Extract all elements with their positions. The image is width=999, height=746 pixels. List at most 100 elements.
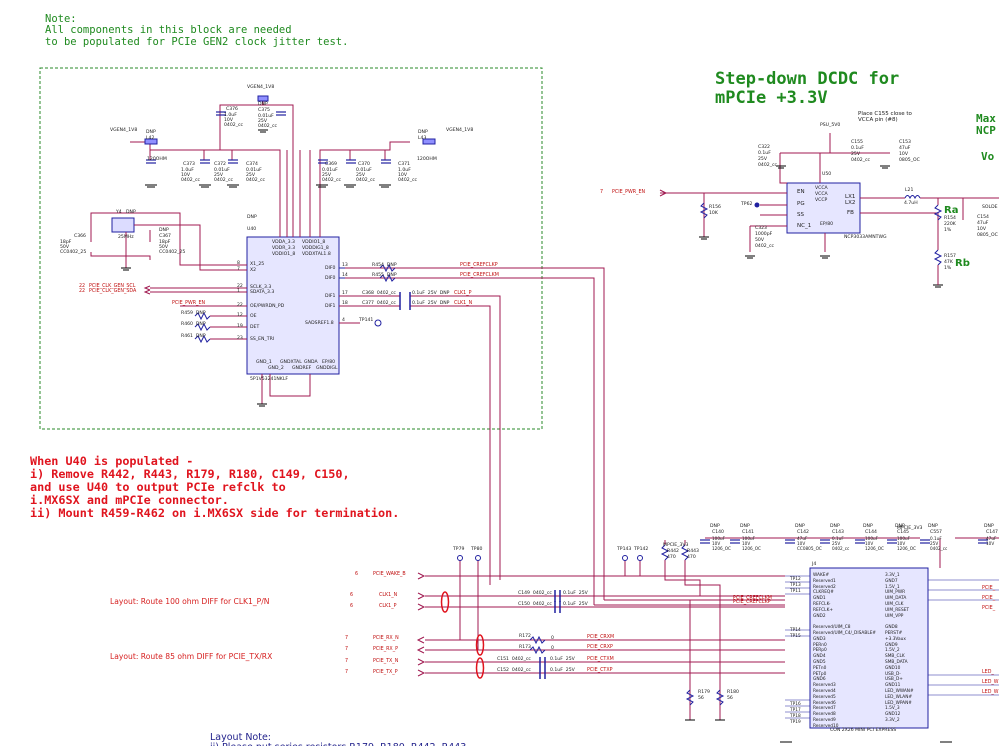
c155-label: C155: [851, 140, 863, 145]
c375-vals: 0.01uF 25V 0402_cc: [258, 114, 278, 129]
j4-test-point: TP17: [790, 708, 801, 713]
c377-label: C377 0402_cc: [362, 301, 396, 306]
cap-ref-c144: C144: [865, 530, 877, 535]
cap-ref-c145: C145: [897, 530, 909, 535]
layout-note-title: Layout Note:: [210, 732, 272, 743]
rb-label: Rb: [955, 258, 970, 269]
j4-right-pin: +3.3Vaux: [885, 636, 906, 642]
cap-ref-c141: C141: [742, 530, 754, 535]
j4-left-pin: GND1: [813, 596, 826, 602]
net-pcie-wake-b: PCIE_WAKE_B: [373, 572, 406, 577]
y4-dnp: DNP: [126, 210, 136, 215]
c154-v1: 47uF: [977, 221, 989, 226]
c153-v1: 47uF: [899, 146, 911, 151]
net-clk1-n: CLK1_N: [379, 593, 398, 598]
pin-17: 17: [342, 291, 348, 296]
pin-22a: 22: [237, 284, 243, 289]
l21-value: 4.7uH: [904, 201, 918, 206]
u40-pin-ss-en: SS_EN_TRI: [250, 337, 275, 342]
net-crefclkm: PCIE_CREFCLKM: [733, 596, 772, 601]
net-clk-gen-sda: PCIE_CLK_GEN_SDA: [89, 289, 137, 294]
c368-vals: 0.1uF 25V DNP: [412, 291, 450, 296]
tp141-label: TP141: [359, 318, 374, 323]
j4-left-pin: REFCLK-: [813, 602, 831, 607]
pin-23: 23: [237, 336, 243, 341]
place-note-1: Place C155 close to: [858, 111, 912, 117]
u40-pin-x2: X2: [250, 268, 257, 273]
vgen4-right: VGEN4_1V8: [446, 128, 474, 133]
u50-pin-vcca2: VCCA: [815, 192, 828, 197]
l43-dnp: DNP: [418, 130, 428, 135]
vgen4-left: VGEN4_1V8: [110, 128, 138, 133]
u40-pin-vdda: VDDA_3.3: [272, 240, 295, 245]
tp142-label: TP142: [634, 547, 649, 552]
r173-val: 0: [551, 646, 554, 651]
j4-left-pin: Reserved5: [813, 694, 836, 700]
r156-value: 10K: [709, 211, 718, 216]
j4-right-pin: 1.5V_1: [885, 584, 900, 590]
r179-value: 56: [698, 696, 704, 701]
u40-dnp: DNP: [247, 215, 257, 220]
j4-right-pin: SMB_CLK: [885, 654, 905, 660]
c371-vals: 1.0uF 10V 0402_cc: [398, 168, 418, 183]
j4-left-pin: PETp0: [813, 671, 827, 677]
c153-v3: 0805_OC: [899, 158, 920, 163]
dcdc-title-1: Step-down DCDC for: [715, 69, 900, 89]
r172-label: R172: [519, 634, 531, 639]
pin-13: 13: [342, 263, 348, 268]
c154-v2: 10V: [977, 227, 986, 232]
u40-pin-vddio2: VDDIO1_8: [302, 240, 326, 245]
c152-val: 0.1uF 25V: [550, 668, 575, 673]
y4-freq: 25MHz: [118, 235, 134, 240]
c149-val: 0.1uF 25V: [563, 591, 588, 596]
cap-ref-c143: C143: [832, 530, 844, 535]
j4-test-point: TP11: [790, 589, 801, 594]
j4-right-pin: LED_WWAN#: [885, 689, 914, 694]
c373-label: C373: [183, 162, 195, 167]
u40-pin-sdata: SDATA_3.3: [250, 290, 275, 295]
j4-body: [809, 567, 929, 729]
u40-pin-vddxtal: VDDXTAL1.8: [302, 252, 331, 257]
j4-left-pin: Reserved6: [813, 700, 836, 706]
j4-right-pin: GND7: [885, 578, 898, 584]
j4-right-pin: GND8: [885, 625, 898, 631]
j4-right-pin: SMB_DATA: [885, 660, 908, 665]
c323-v1: 1000pF: [755, 232, 773, 237]
c153-v2: 10V: [899, 152, 908, 157]
sheet-num-6: 7: [345, 670, 349, 675]
j4-right-net: PCIE_: [982, 596, 996, 601]
j4-right-pin: GND10: [885, 665, 901, 671]
u40-pin-gndref: GNDREF: [292, 366, 312, 371]
r172-val: 0: [551, 636, 554, 641]
j4-right-pin: 3.3V_2: [885, 718, 900, 723]
u40-pin-vddr: VDDR_3.3: [272, 246, 296, 251]
net-clk1-n-top: CLK1_N: [454, 301, 473, 306]
c322-v2: 25V: [758, 157, 767, 162]
cap-value-c141: 100uF 10V 1206_OC: [742, 536, 761, 551]
r460-dnp: R460 DNP: [181, 322, 206, 327]
net-pcie-tx-p: PCIE_TX_P: [373, 670, 398, 675]
pin-14: 14: [342, 273, 348, 278]
c370-label: C370: [358, 162, 370, 167]
u50-pin-vcca1: VCCA: [815, 186, 828, 191]
net-crxm: PCIE_CRXM: [587, 635, 615, 640]
r454-dnp: R454 DNP: [372, 263, 397, 268]
c149-label: C149 0402_cc: [518, 591, 552, 596]
u40-pin-gndxtal: GNDXTAL: [280, 360, 302, 365]
sheet-num-2: 6: [350, 604, 354, 609]
note-line-1: All components in this block are needed: [45, 24, 292, 36]
u50-pin-pg: PG: [797, 201, 805, 207]
pin-4: 4: [342, 318, 345, 323]
place-note-2: VCCA pin (#8): [858, 117, 898, 123]
j4-right-net: LED_W: [982, 690, 999, 695]
u40-pin-vddio1: VDDIO1_8: [272, 252, 296, 257]
j4-right-net: PCIE_: [982, 606, 996, 611]
tp79-label: TP79: [453, 547, 465, 552]
j4-left-pin: PERp0: [813, 648, 827, 654]
layout-clk-note: Layout: Route 100 ohm DIFF for CLK1_P/N: [110, 597, 270, 606]
u40-pin-dif0: DIF0: [325, 266, 336, 271]
j4-right-pin: 1.5V_2: [885, 648, 900, 654]
c374-vals: 0.01uF 25V 0402_cc: [246, 168, 266, 183]
j4-test-point: TP19: [790, 720, 801, 725]
